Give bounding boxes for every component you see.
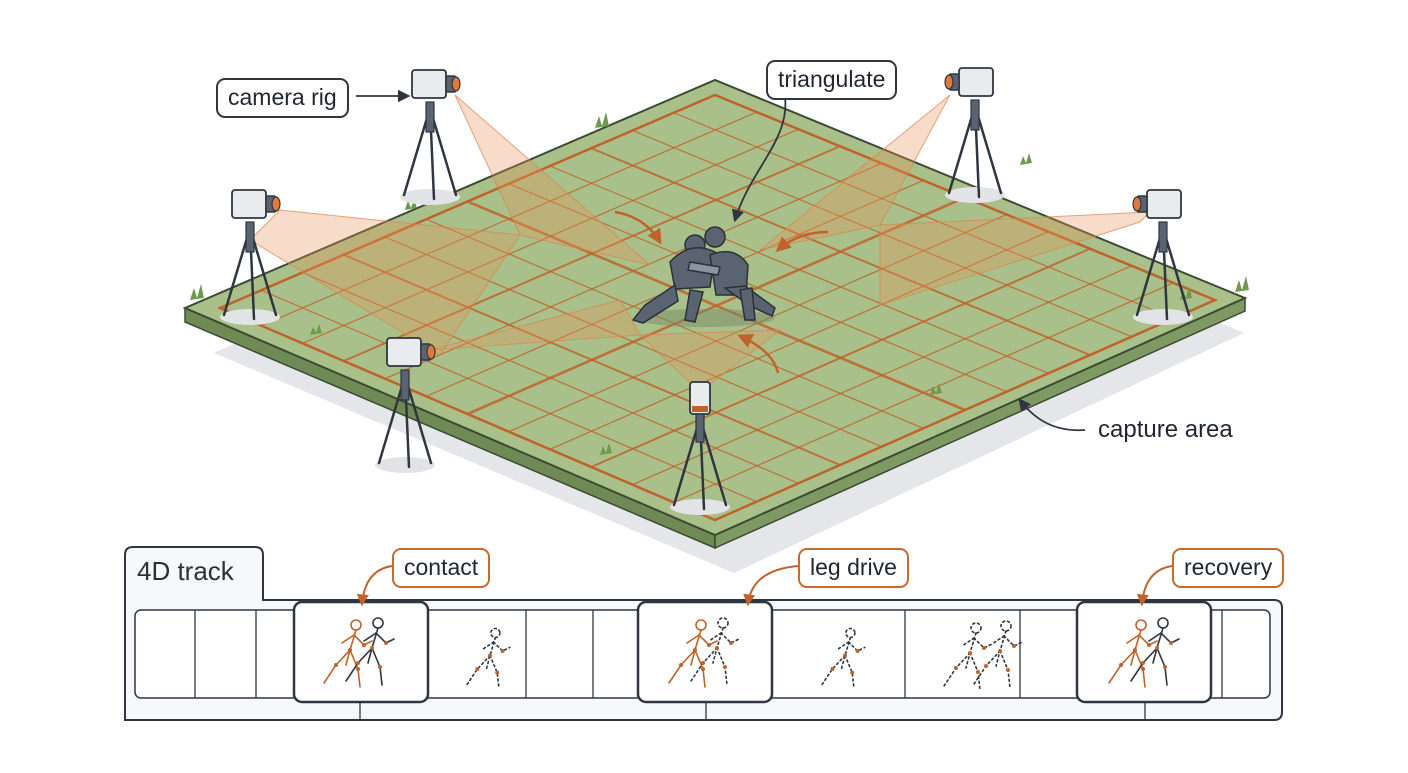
camera-icon — [1132, 189, 1182, 219]
camera-icon — [411, 69, 461, 99]
tripod-shadow — [945, 187, 1005, 203]
tripod-shadow — [220, 309, 280, 325]
view-cone-top-left — [454, 94, 651, 266]
pose-skeletons — [323, 617, 1180, 691]
capture-area-label: capture area — [1098, 416, 1233, 443]
camera-rig — [400, 69, 461, 205]
skeleton-icon — [345, 617, 395, 686]
view-cone-lower-left — [429, 299, 641, 351]
grid-line — [632, 265, 1132, 486]
camera-rig-label: camera rig — [216, 78, 349, 118]
skeleton-icon — [820, 627, 866, 690]
recovery-label: recovery — [1172, 548, 1285, 588]
skeleton-icon — [943, 622, 993, 691]
view-cone-right — [879, 211, 1152, 306]
contact-label: contact — [392, 548, 491, 588]
camera-icon — [386, 337, 436, 367]
arrow-icon — [731, 96, 787, 223]
camera-rig — [1132, 189, 1193, 325]
skeleton-icon — [1108, 619, 1158, 688]
triangulate-label: triangulate — [766, 60, 898, 100]
skeleton-icon — [668, 619, 718, 688]
camera-icon — [231, 189, 281, 219]
view-cone-top-right — [759, 94, 951, 251]
camera-rigs — [220, 67, 1193, 515]
keyframe-contact — [292, 600, 430, 704]
skeleton-icon — [465, 627, 511, 690]
skeleton-icon — [323, 619, 373, 688]
tripod-shadow — [400, 189, 460, 205]
keyframe-pointers — [356, 565, 1173, 607]
label-pointers — [356, 89, 1086, 432]
keyframe-leg-drive — [636, 600, 774, 704]
arrow-icon — [743, 565, 799, 607]
focus-arrows — [614, 210, 829, 374]
skeleton-icon — [690, 617, 740, 686]
camera-rig — [220, 189, 281, 325]
camera-rig — [944, 67, 1005, 203]
grid-line — [673, 112, 1174, 319]
keyframe-recovery — [1075, 600, 1213, 704]
frame-dividers — [194, 610, 1223, 720]
camera-icon — [944, 67, 994, 97]
arrow-icon — [737, 334, 780, 374]
camera-rig — [670, 381, 730, 515]
track-tab-label[interactable]: 4D track — [137, 556, 234, 586]
view-cone-left — [249, 209, 521, 356]
tripod-shadow — [1133, 309, 1193, 325]
skeleton-icon — [1130, 617, 1180, 686]
arrow-icon — [356, 565, 393, 607]
skeleton-icon — [973, 620, 1023, 689]
arrow-icon — [614, 210, 662, 245]
arrow-icon — [775, 230, 829, 253]
track-panel — [124, 546, 1283, 721]
wrestlers-figure — [631, 226, 776, 327]
arrow-icon — [1136, 565, 1173, 607]
camera-rig — [375, 337, 436, 473]
leg-drive-label: leg drive — [798, 548, 909, 588]
camera-icon — [689, 381, 711, 415]
tripod-shadow — [670, 499, 730, 515]
tripod-shadow — [375, 457, 435, 473]
camera-view-cones — [249, 94, 1152, 393]
grid-line — [673, 282, 1174, 503]
arrow-icon — [1018, 397, 1086, 432]
